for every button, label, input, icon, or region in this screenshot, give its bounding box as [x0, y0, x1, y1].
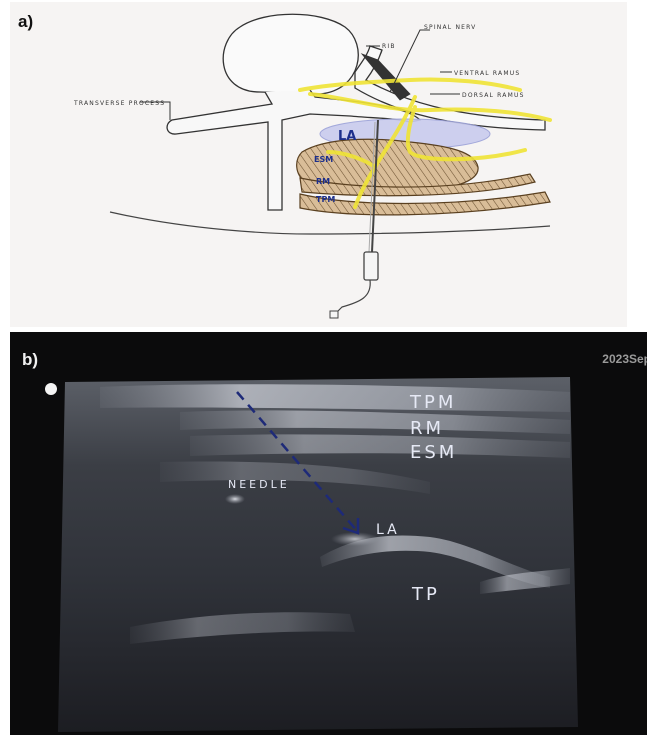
ultrasound-date-stamp: 2023Sep: [602, 352, 647, 366]
vertebral-body: [223, 14, 358, 94]
ventral-ramus-label: VENTRAL RAMUS: [454, 70, 520, 77]
dorsal-ramus-label: DORSAL RAMUS: [462, 92, 525, 99]
us-tpm-label: TPM: [409, 392, 456, 413]
la-label: LA: [338, 129, 356, 144]
skin-line: [110, 212, 550, 234]
ultrasound-image: TPM RM ESM NEEDLE LA TP: [10, 332, 647, 735]
us-rm-label: RM: [410, 418, 444, 439]
orientation-dot: [45, 383, 57, 395]
ultrasound-panel: b) 2023Sep: [10, 332, 647, 735]
anatomy-sketch: TRANSVERSE PROCESS RIB SPINAL NERV VENTR…: [10, 2, 627, 327]
esm-label: ESM: [314, 155, 333, 164]
panel-b-label: b): [22, 350, 38, 370]
us-esm-label: ESM: [410, 442, 457, 463]
tpm-label: TPM: [316, 195, 335, 204]
rm-label: RM: [316, 177, 330, 186]
schematic-panel: a): [10, 2, 627, 327]
us-tp-label: TP: [411, 584, 440, 605]
rib-label: RIB: [382, 43, 396, 50]
spinal-nerve-label: SPINAL NERV: [424, 24, 476, 31]
panel-a-label: a): [18, 12, 33, 32]
us-needle-label: NEEDLE: [228, 478, 290, 491]
transverse-process-label: TRANSVERSE PROCESS: [73, 100, 165, 107]
us-la-label: LA: [376, 522, 400, 538]
